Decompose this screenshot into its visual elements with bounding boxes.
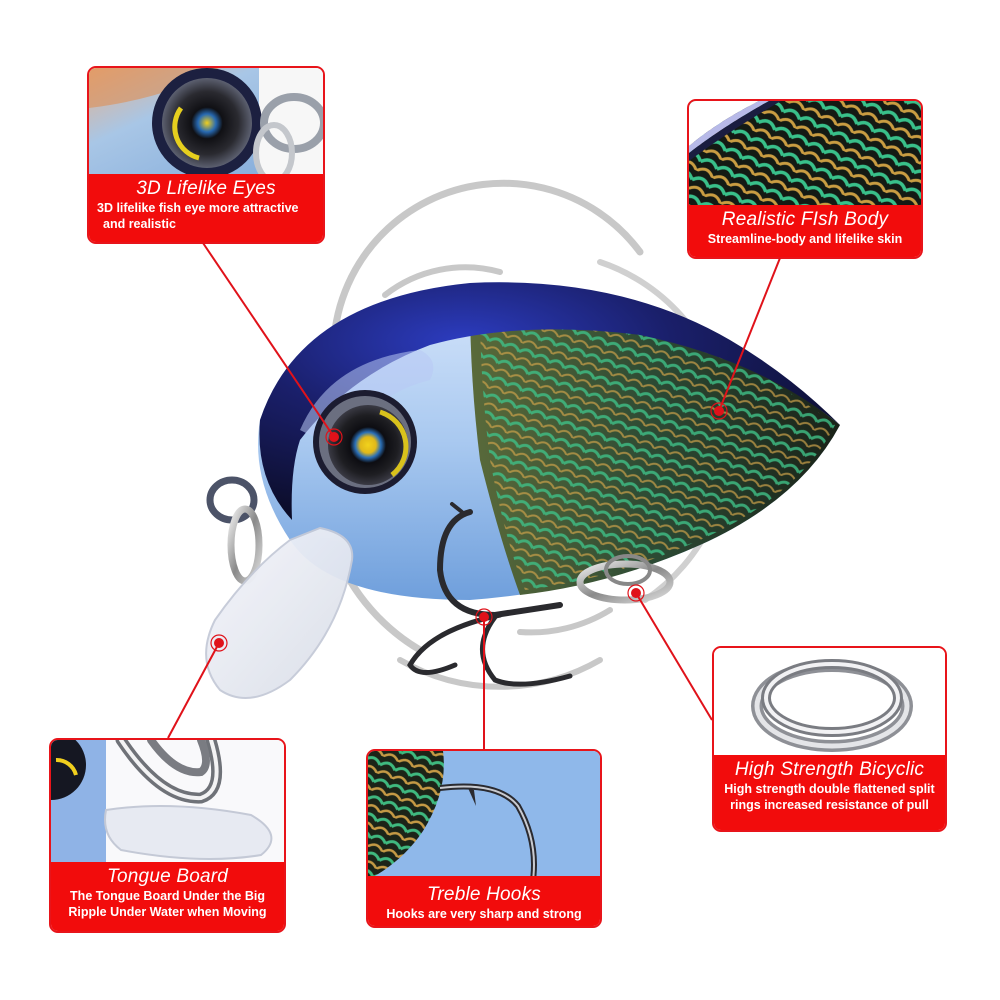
callout-banner: Realistic FIsh Body Streamline-body and … xyxy=(689,205,921,257)
scale-texture-image xyxy=(689,101,921,205)
callout-title: Realistic FIsh Body xyxy=(721,209,889,230)
eye-closeup-image xyxy=(89,68,323,174)
callout-description: High strength double flattened split rin… xyxy=(724,782,935,812)
callout-description: The Tongue Board Under the Big Ripple Un… xyxy=(68,889,267,919)
callout-treble-hooks: Treble Hooks Hooks are very sharp and st… xyxy=(366,749,602,928)
hook-closeup-image xyxy=(368,751,600,876)
tongue-board xyxy=(205,526,354,699)
callout-banner: 3D Lifelike Eyes 3D lifelike fish eye mo… xyxy=(89,174,323,242)
tongue-board-image xyxy=(51,740,284,862)
callout-title: Tongue Board xyxy=(106,866,229,887)
split-ring-image xyxy=(714,648,945,755)
callout-title: Treble Hooks xyxy=(427,884,541,905)
callout-banner: High Strength Bicyclic High strength dou… xyxy=(714,755,945,830)
callout-realistic-fish-body: Realistic FIsh Body Streamline-body and … xyxy=(687,99,923,259)
callout-high-strength-bicyclic: High Strength Bicyclic High strength dou… xyxy=(712,646,947,832)
callout-banner: Tongue Board The Tongue Board Under the … xyxy=(51,862,284,931)
callout-description: Streamline-body and lifelike skin xyxy=(707,232,903,246)
callout-description: Hooks are very sharp and strong xyxy=(386,907,582,921)
callout-title: High Strength Bicyclic xyxy=(734,759,925,780)
callout-banner: Treble Hooks Hooks are very sharp and st… xyxy=(368,876,600,926)
callout-description: 3D lifelike fish eye more attractive and… xyxy=(97,201,299,231)
belly-split-ring xyxy=(576,554,674,604)
callout-tongue-board: Tongue Board The Tongue Board Under the … xyxy=(49,738,286,933)
callout-3d-lifelike-eyes: 3D Lifelike Eyes 3D lifelike fish eye mo… xyxy=(87,66,325,244)
lure-eye xyxy=(313,390,417,494)
callout-title: 3D Lifelike Eyes xyxy=(136,178,276,199)
